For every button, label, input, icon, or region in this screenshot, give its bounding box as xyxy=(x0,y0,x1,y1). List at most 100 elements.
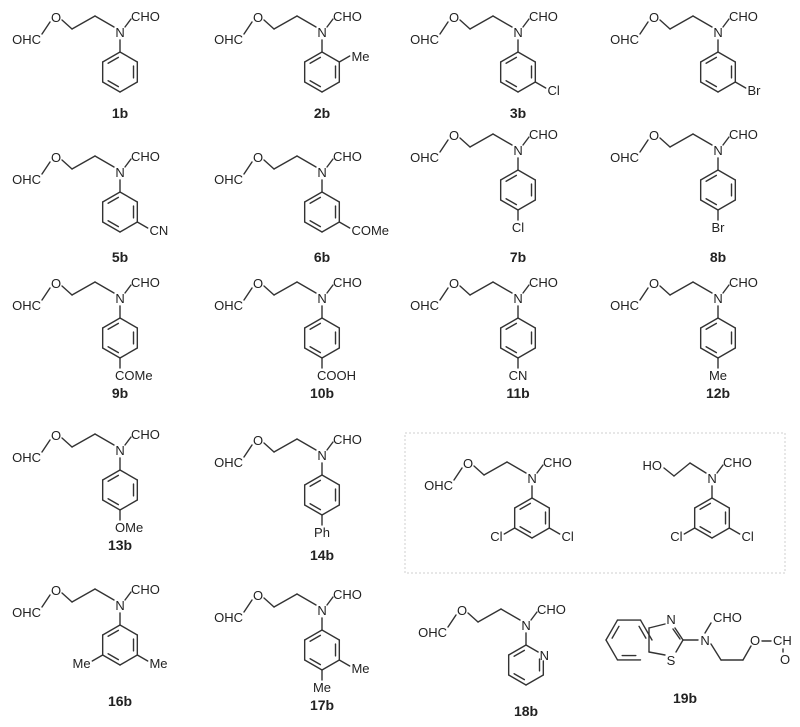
bond xyxy=(243,161,253,175)
substituent-cn: CN xyxy=(509,368,528,383)
formyl-ester-head: OHC xyxy=(610,298,639,313)
bond xyxy=(605,619,619,641)
bond xyxy=(517,199,537,211)
bond xyxy=(71,155,96,170)
ether-oxygen: O xyxy=(449,10,459,25)
bond xyxy=(309,322,322,330)
bond xyxy=(61,159,73,170)
bond xyxy=(41,594,51,608)
bond xyxy=(693,527,713,539)
formyl-group: CHO xyxy=(713,610,742,625)
bond xyxy=(263,597,275,608)
bond xyxy=(531,497,551,509)
ether-oxygen: O xyxy=(51,583,61,598)
bond xyxy=(477,608,502,623)
bond xyxy=(519,526,532,534)
bond xyxy=(530,611,538,621)
formyl-group: CHO xyxy=(131,149,160,164)
bond xyxy=(459,137,471,148)
nitrogen-atom: N xyxy=(115,598,124,613)
bond xyxy=(711,527,731,539)
bond xyxy=(338,55,351,63)
bond xyxy=(717,199,737,211)
bond xyxy=(704,622,712,634)
bond xyxy=(107,346,120,354)
bond xyxy=(71,433,96,448)
substituent-come: COMe xyxy=(115,368,153,383)
bond xyxy=(469,281,494,296)
bond xyxy=(303,504,323,516)
bond xyxy=(303,81,323,93)
formyl-ester-head: OHC xyxy=(214,455,243,470)
formyl-ester-head: OHC xyxy=(418,625,447,640)
bond xyxy=(303,191,323,203)
bond xyxy=(119,654,139,666)
bond xyxy=(263,19,275,30)
bond xyxy=(321,317,341,329)
nitrogen-atom: N xyxy=(707,471,716,486)
substituent-me: Me xyxy=(149,656,167,671)
formyl-group: CHO xyxy=(729,127,758,142)
bond xyxy=(499,199,519,211)
bond xyxy=(136,221,149,229)
compound-label: 8b xyxy=(710,249,726,265)
bond xyxy=(507,674,527,686)
nitrogen-atom: N xyxy=(317,165,326,180)
bond xyxy=(499,169,519,181)
compound-label: 13b xyxy=(108,537,132,553)
substituent-cl: Cl xyxy=(490,529,502,544)
bond xyxy=(505,174,518,182)
bond xyxy=(61,592,73,603)
bond xyxy=(321,504,341,516)
bond xyxy=(525,644,539,653)
carbonyl-oxygen: O xyxy=(780,652,790,667)
bond xyxy=(101,624,121,636)
ether-oxygen: O xyxy=(449,128,459,143)
bond xyxy=(119,499,139,511)
bond xyxy=(309,220,322,228)
bond xyxy=(499,347,519,359)
nitrogen-atom: N xyxy=(115,165,124,180)
formyl-group: CHO xyxy=(333,149,362,164)
compound-label: 10b xyxy=(310,385,334,401)
bond xyxy=(716,464,724,474)
ether-oxygen: O xyxy=(253,433,263,448)
formyl-ester-head: OHC xyxy=(12,172,41,187)
bond xyxy=(263,442,275,453)
ether-oxygen: O xyxy=(457,603,467,618)
bond xyxy=(513,527,533,539)
bond xyxy=(505,198,518,206)
bond xyxy=(499,51,519,63)
bond xyxy=(119,51,139,63)
bond xyxy=(326,596,334,606)
bond xyxy=(124,158,132,168)
bond xyxy=(439,21,449,35)
bond xyxy=(711,497,731,509)
nitrogen-atom: N xyxy=(115,443,124,458)
bond xyxy=(548,527,561,535)
bond xyxy=(517,51,537,63)
bond xyxy=(119,469,139,481)
formyl-ester-head: OHC xyxy=(214,32,243,47)
substituent-come: COMe xyxy=(351,223,389,238)
formyl-group: CHO xyxy=(131,427,160,442)
substituent-cl: Cl xyxy=(547,83,559,98)
bond xyxy=(107,498,120,506)
bond xyxy=(303,474,323,486)
bond xyxy=(505,322,518,330)
bond xyxy=(689,462,707,474)
substituent-me: Me xyxy=(72,656,90,671)
bond xyxy=(41,21,51,35)
nitrogen-atom: N xyxy=(513,25,522,40)
bond xyxy=(638,625,647,639)
bond xyxy=(94,281,115,294)
formyl-ester-head: OHC xyxy=(214,172,243,187)
bond xyxy=(309,634,322,642)
